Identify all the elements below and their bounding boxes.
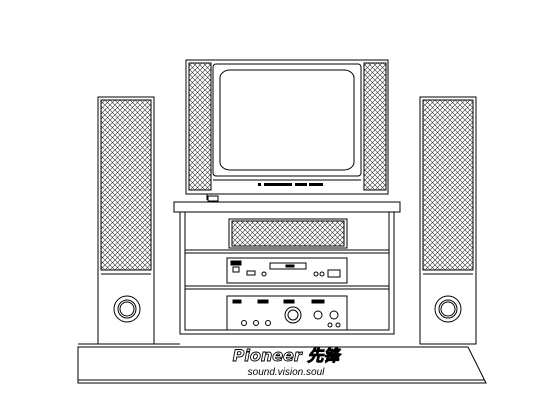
center-speaker-cabinet: [228, 218, 348, 249]
tv-model-label: [258, 183, 323, 186]
tv-power-button: [207, 195, 219, 202]
brand-logo: Pioneer 先锋: [233, 346, 343, 365]
center-speaker: [228, 218, 348, 249]
tv-screen: [219, 69, 355, 171]
floor-plinth: [77, 343, 487, 384]
tv-left-speaker-grille: [188, 62, 212, 191]
dvd-power-button: [232, 266, 240, 273]
dvd-player: [226, 257, 348, 284]
volume-knob-icon: [284, 306, 302, 324]
left-speaker: [97, 96, 155, 345]
left-speaker-grille: [100, 99, 152, 271]
right-speaker: [419, 96, 477, 345]
rack-top: [173, 201, 401, 213]
av-rack: [173, 201, 401, 335]
plinth-base: [77, 346, 487, 384]
tv-screen-bezel: [212, 63, 362, 177]
tv-right-speaker-grille: [363, 62, 387, 191]
center-speaker-grille: [231, 220, 345, 247]
right-speaker-grille: [422, 99, 474, 271]
receiver-chassis: [226, 295, 348, 331]
dvd-display: [327, 269, 341, 278]
left-speaker-cabinet: [97, 96, 155, 345]
dvd-disc-tray: [269, 262, 307, 270]
dvd-chassis: [226, 257, 348, 284]
right-woofer-icon: [434, 295, 462, 323]
left-woofer-icon: [113, 295, 141, 323]
brand-slogan: sound.vision.soul: [248, 367, 325, 378]
television: [185, 59, 389, 202]
right-speaker-cabinet: [419, 96, 477, 345]
dvd-brand-badge: [230, 260, 242, 266]
av-receiver: [226, 295, 348, 331]
tv-cabinet: [185, 59, 389, 195]
